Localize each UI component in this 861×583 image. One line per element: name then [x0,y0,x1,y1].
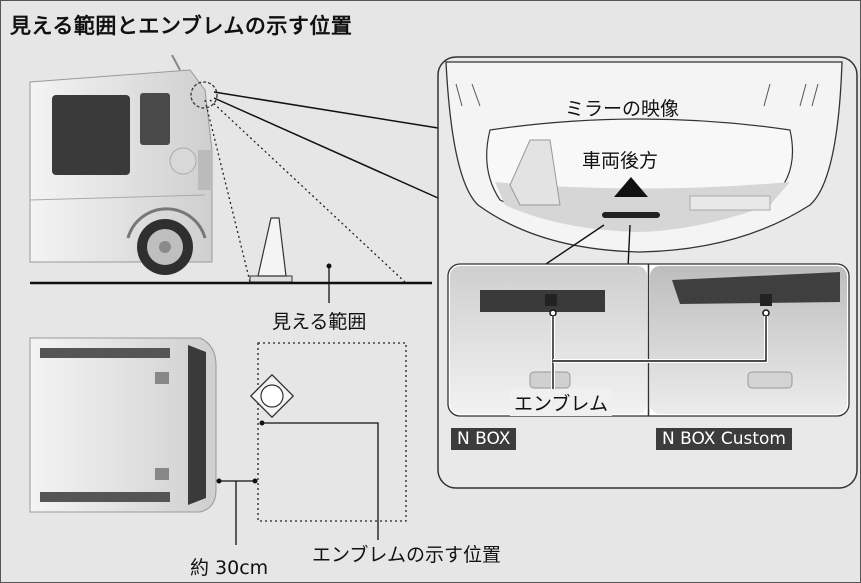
visible-area-box [257,342,407,522]
car-top-view [29,337,217,513]
side-window [52,95,130,175]
mirror-emblem [602,212,660,218]
rear-direction-arrow [614,177,648,197]
mirror-image-label: ミラーの映像 [565,98,680,120]
approx-distance-label: 約 30cm [190,557,269,579]
vehicle-rear-label: 車両後方 [582,150,659,172]
emblem-position-label: エンブレムの示す位置 [312,544,502,566]
rear-quarter-window [140,93,170,145]
field-of-view-lines [204,99,406,283]
model-tag-n-box-custom: N BOX Custom [656,428,792,450]
rearview-mirror [445,61,843,253]
diagram-title: 見える範囲とエンブレムの示す位置 [10,14,353,38]
model-tag-n-box: N BOX [451,428,517,450]
traffic-cone-top-view [249,373,295,419]
car-side-view [29,54,213,275]
camera-location-marker [190,81,218,109]
distance-dimension [216,478,258,545]
visible-range-label: 見える範囲 [272,311,367,333]
traffic-cone [249,217,293,283]
emblem-label: エンブレム [510,389,613,416]
